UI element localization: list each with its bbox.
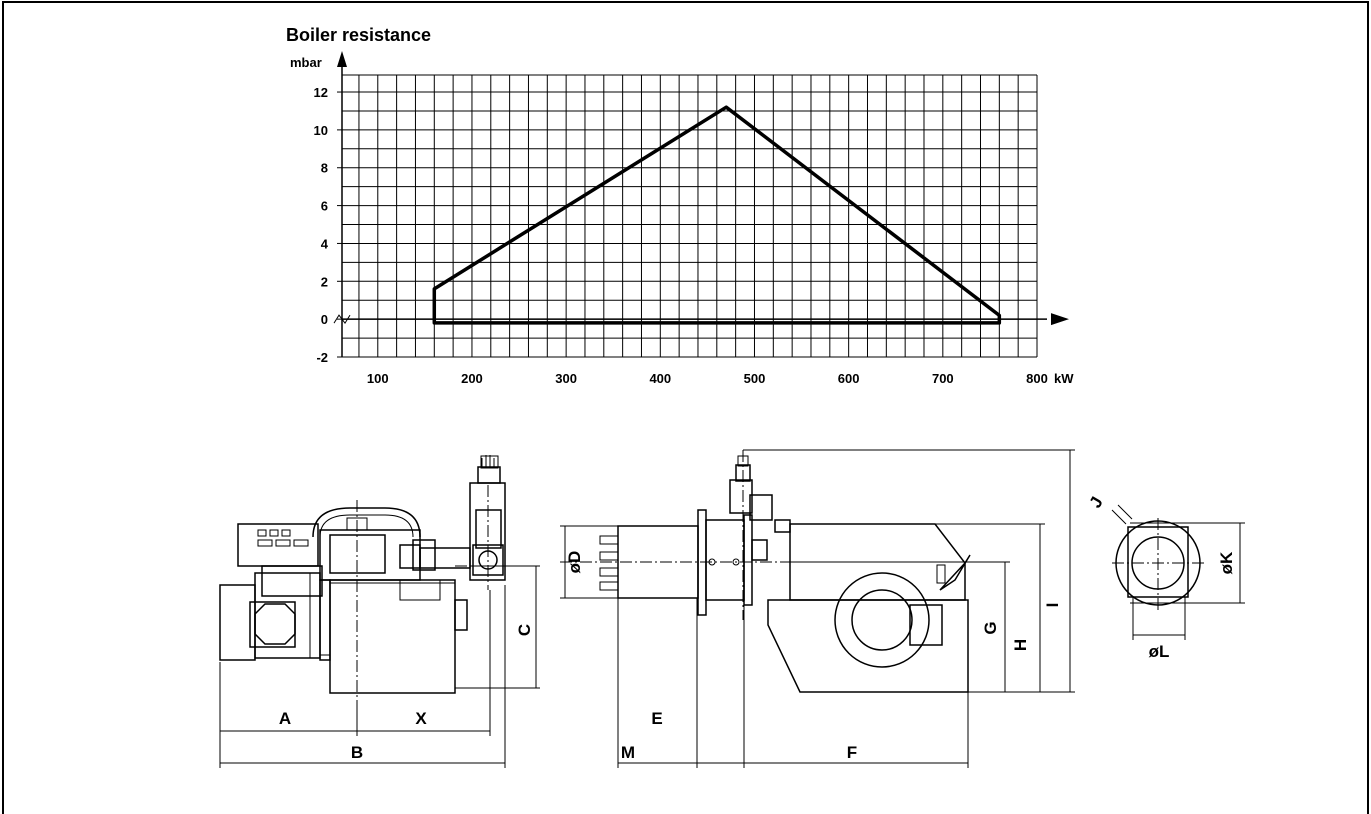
y-tick-label: 8 — [321, 161, 328, 176]
x-axis-unit: kW — [1054, 371, 1074, 386]
boiler-resistance-chart: Boiler resistance mbar kW -2 0 2 4 6 8 10 12 100… — [286, 25, 1074, 386]
burner-side-view: A X B C — [219, 455, 540, 768]
y-tick-label: 6 — [321, 199, 328, 214]
chart-series — [432, 105, 1002, 325]
axis-break-mark — [333, 314, 351, 325]
dim-g-label: G — [981, 621, 1000, 634]
chart-axes — [333, 51, 1069, 357]
y-tick-label: 2 — [321, 274, 328, 289]
dim-b-label: B — [351, 743, 363, 762]
y-axis-arrow — [337, 51, 347, 67]
y-tick-label: 4 — [321, 236, 329, 251]
dim-j-label: J — [1086, 493, 1107, 511]
dim-f-label: F — [847, 743, 857, 762]
y-tick-label: -2 — [316, 350, 328, 365]
working-field-outline — [432, 105, 1002, 325]
x-tick-label: 200 — [461, 371, 483, 386]
dim-x-label: X — [415, 709, 427, 728]
x-tick-label: 600 — [838, 371, 860, 386]
x-tick-label: 400 — [649, 371, 671, 386]
chart-grid — [342, 74, 1038, 358]
dim-l-label: øL — [1149, 642, 1170, 661]
dim-k-label: øK — [1217, 551, 1236, 574]
x-tick-label: 300 — [555, 371, 577, 386]
dim-m-label: M — [621, 743, 635, 762]
dim-d-label: øD — [565, 551, 584, 574]
dim-a-label: A — [279, 709, 291, 728]
y-tick-label: 10 — [314, 123, 328, 138]
chart-ticks: -2 0 2 4 6 8 10 12 100 200 300 400 500 600 700 800 — [314, 85, 1048, 386]
x-tick-label: 700 — [932, 371, 954, 386]
flange-detail-view: J øK øL — [1086, 493, 1245, 661]
burner-front-view: øD E M F G H I — [560, 449, 1075, 768]
y-axis-unit: mbar — [290, 55, 322, 70]
chart-title: Boiler resistance — [286, 25, 431, 45]
y-tick-label: 0 — [321, 312, 328, 327]
dim-i-label: I — [1043, 603, 1062, 608]
dim-h-label: H — [1011, 639, 1030, 651]
y-tick-label: 12 — [314, 85, 328, 100]
dim-e-label: E — [651, 709, 662, 728]
x-tick-label: 500 — [744, 371, 766, 386]
x-axis-arrow — [1051, 313, 1069, 326]
dim-c-label: C — [515, 624, 534, 636]
x-tick-label: 100 — [367, 371, 389, 386]
x-tick-label: 800 — [1026, 371, 1048, 386]
